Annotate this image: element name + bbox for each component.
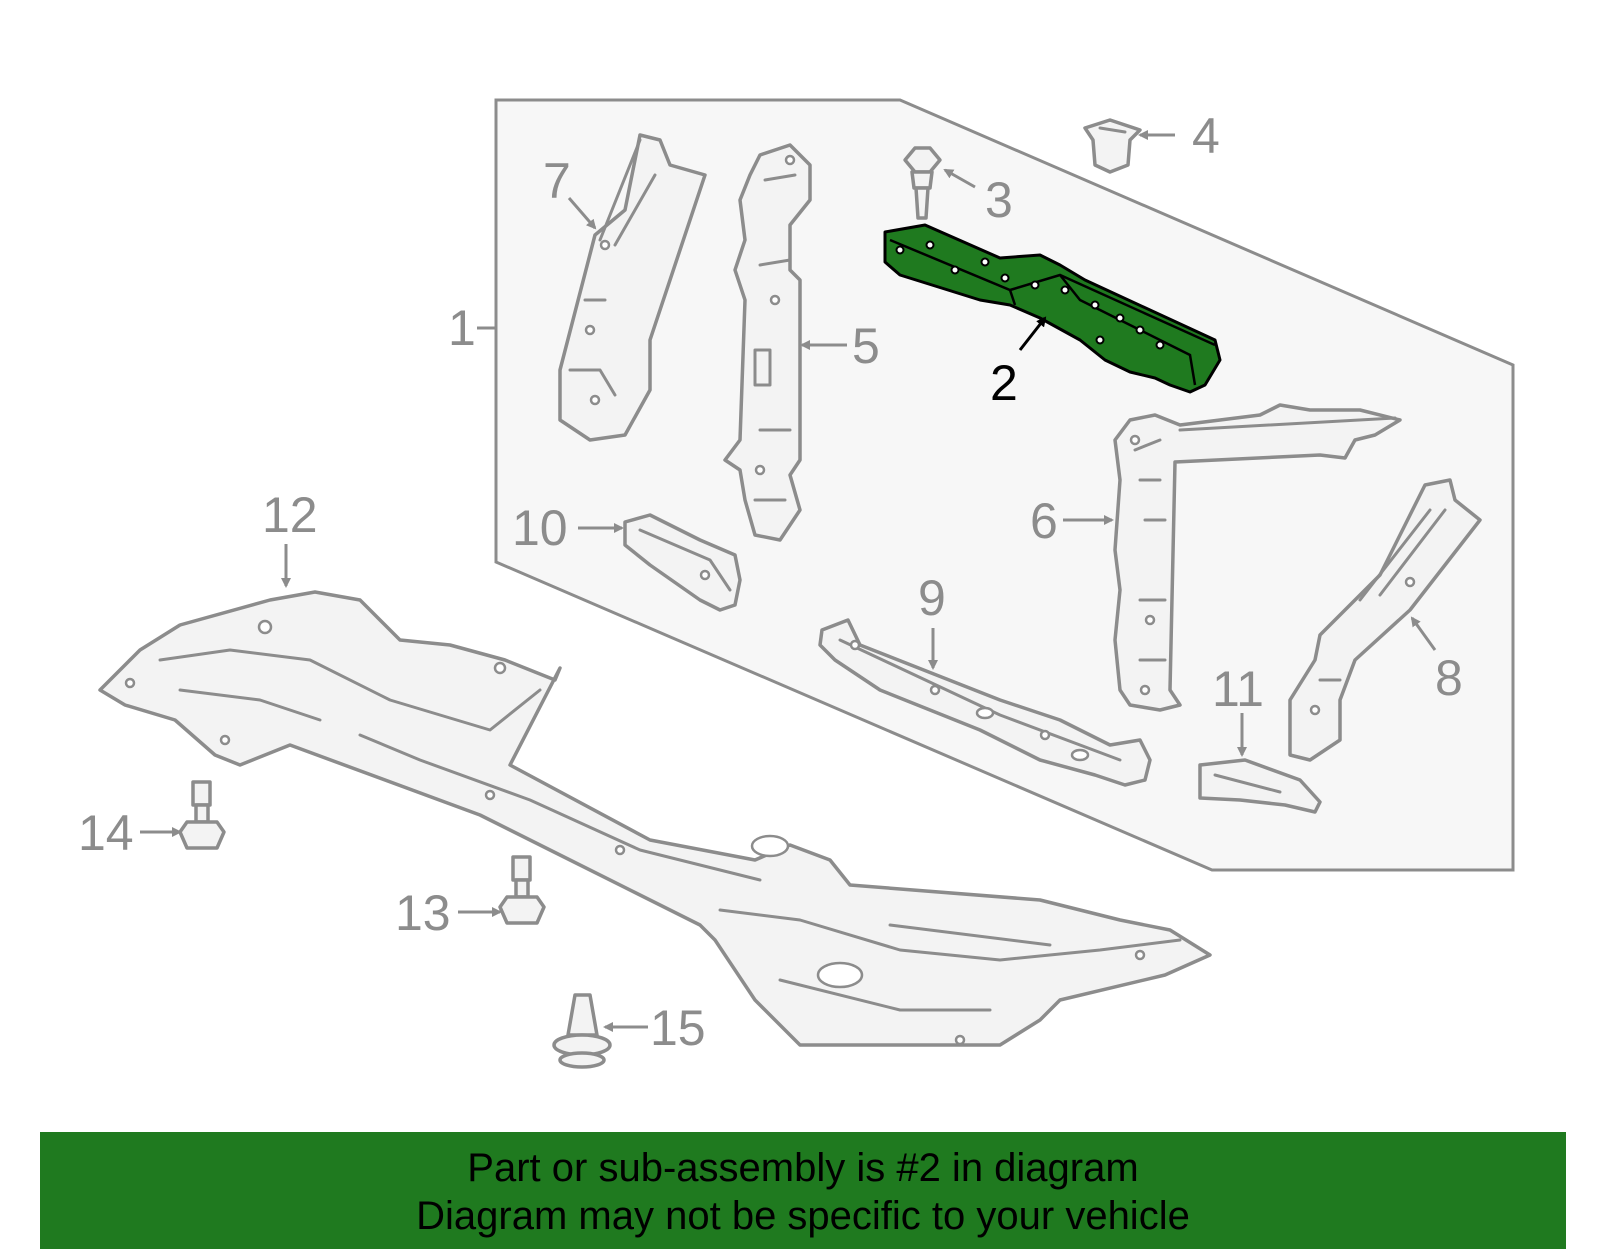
part-5-support <box>723 143 812 542</box>
callout-11: 11 <box>1212 661 1264 717</box>
part-3-bolt <box>903 146 942 220</box>
callout-13: 13 <box>395 885 451 941</box>
part-9-lower-crossmember <box>818 618 1152 787</box>
parts-diagram: 1 2 3 4 5 6 7 8 9 10 11 12 13 14 15 <box>78 98 1515 1069</box>
callout-12: 12 <box>262 487 318 543</box>
callout-4: 4 <box>1192 108 1220 164</box>
callout-14: 14 <box>78 805 134 861</box>
part-2-upper-crossmember <box>883 223 1222 394</box>
part-7-bracket <box>558 133 707 442</box>
leader-lines <box>140 130 1437 1032</box>
part-4-nut <box>1083 118 1142 174</box>
callout-7: 7 <box>543 153 571 209</box>
part-8-bracket <box>1288 478 1482 762</box>
callout-1: 1 <box>448 300 476 356</box>
callout-15: 15 <box>650 1000 706 1056</box>
info-banner: Part or sub-assembly is #2 in diagram Di… <box>40 1132 1566 1249</box>
callout-9: 9 <box>918 570 946 626</box>
part-6-side-frame <box>1113 403 1402 712</box>
banner-line-2: Diagram may not be specific to your vehi… <box>416 1194 1190 1238</box>
part-10-bracket <box>623 513 742 612</box>
part-15-clip <box>552 993 612 1069</box>
callout-2: 2 <box>990 355 1018 411</box>
callout-6: 6 <box>1030 493 1058 549</box>
callout-5: 5 <box>852 318 880 374</box>
part-14-bolt <box>178 780 226 850</box>
part-11-bracket <box>1198 758 1322 814</box>
banner-line-1: Part or sub-assembly is #2 in diagram <box>467 1146 1139 1190</box>
part-12-undercover <box>98 590 1212 1047</box>
callout-8: 8 <box>1435 650 1463 706</box>
callout-3: 3 <box>985 172 1013 228</box>
part-13-bolt <box>498 855 546 925</box>
callout-10: 10 <box>512 500 568 556</box>
